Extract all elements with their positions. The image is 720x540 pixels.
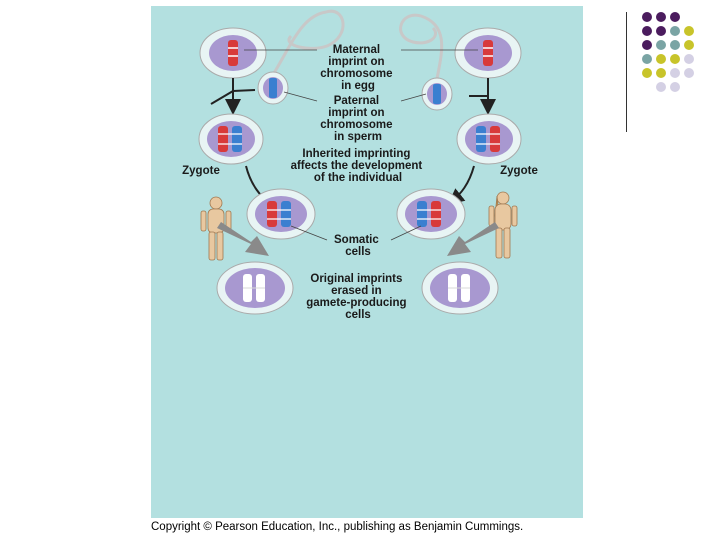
decorative-dot <box>684 26 694 36</box>
decorative-dot <box>656 68 666 78</box>
somatic-cell-left <box>246 188 316 240</box>
sperm-left-head <box>257 71 289 105</box>
label-paternal-imprint: Paternal imprint on chromosome in sperm <box>320 95 395 143</box>
gamete-producing-cell-left <box>216 261 294 315</box>
decorative-dot <box>656 26 666 36</box>
female-figure-illustration <box>488 191 518 259</box>
decorative-dot <box>684 68 694 78</box>
decorative-dot <box>670 82 680 92</box>
grey-arrow-right <box>447 222 499 256</box>
label-maternal-imprint: Maternal imprint on chromosome in egg <box>320 44 395 92</box>
copyright-notice: Copyright © Pearson Education, Inc., pub… <box>151 521 524 533</box>
sperm-right-tail <box>399 13 444 85</box>
decorative-dot <box>642 68 652 78</box>
decorative-dot <box>642 40 652 50</box>
label-somatic-cells: Somatic cells <box>334 234 382 258</box>
sperm-left-tail <box>269 9 345 79</box>
decorative-dot <box>656 82 666 92</box>
decorative-dot <box>642 12 652 22</box>
label-zygote-left: Zygote <box>182 165 220 177</box>
decorative-dot <box>670 12 680 22</box>
label-original-imprints-erased: Original imprints erased in gamete-produ… <box>306 273 410 321</box>
grey-arrow-left <box>217 222 269 256</box>
zygote-left-cell <box>198 113 264 165</box>
decorative-dot <box>684 54 694 64</box>
pointer-somatic-left <box>290 225 328 241</box>
decorative-dot <box>656 54 666 64</box>
somatic-cell-right <box>396 188 466 240</box>
decorative-dot <box>670 40 680 50</box>
decorative-dot <box>642 54 652 64</box>
label-zygote-right: Zygote <box>500 165 538 177</box>
decorative-dot <box>670 26 680 36</box>
label-inherited-imprinting: Inherited imprinting affects the develop… <box>291 148 426 184</box>
decorative-dot <box>670 68 680 78</box>
egg-cell-left <box>199 27 267 79</box>
gamete-producing-cell-right <box>421 261 499 315</box>
arrow-right-fertilization <box>469 78 488 111</box>
pointer-paternal-right <box>400 93 427 102</box>
decorative-dot <box>684 40 694 50</box>
decorative-vertical-line <box>626 12 627 132</box>
decorative-dot <box>656 12 666 22</box>
zygote-right-cell <box>456 113 522 165</box>
figure-panel: Maternal imprint on chromosome in egg Pa… <box>151 6 583 518</box>
decorative-dot <box>670 54 680 64</box>
pointer-paternal-left <box>283 91 318 102</box>
decorative-dot <box>642 26 652 36</box>
imprinting-diagram: Maternal imprint on chromosome in egg Pa… <box>182 9 538 321</box>
sperm-right-head <box>421 77 453 111</box>
decorative-dot <box>656 40 666 50</box>
egg-cell-right <box>454 27 522 79</box>
pointer-somatic-right <box>390 225 422 241</box>
